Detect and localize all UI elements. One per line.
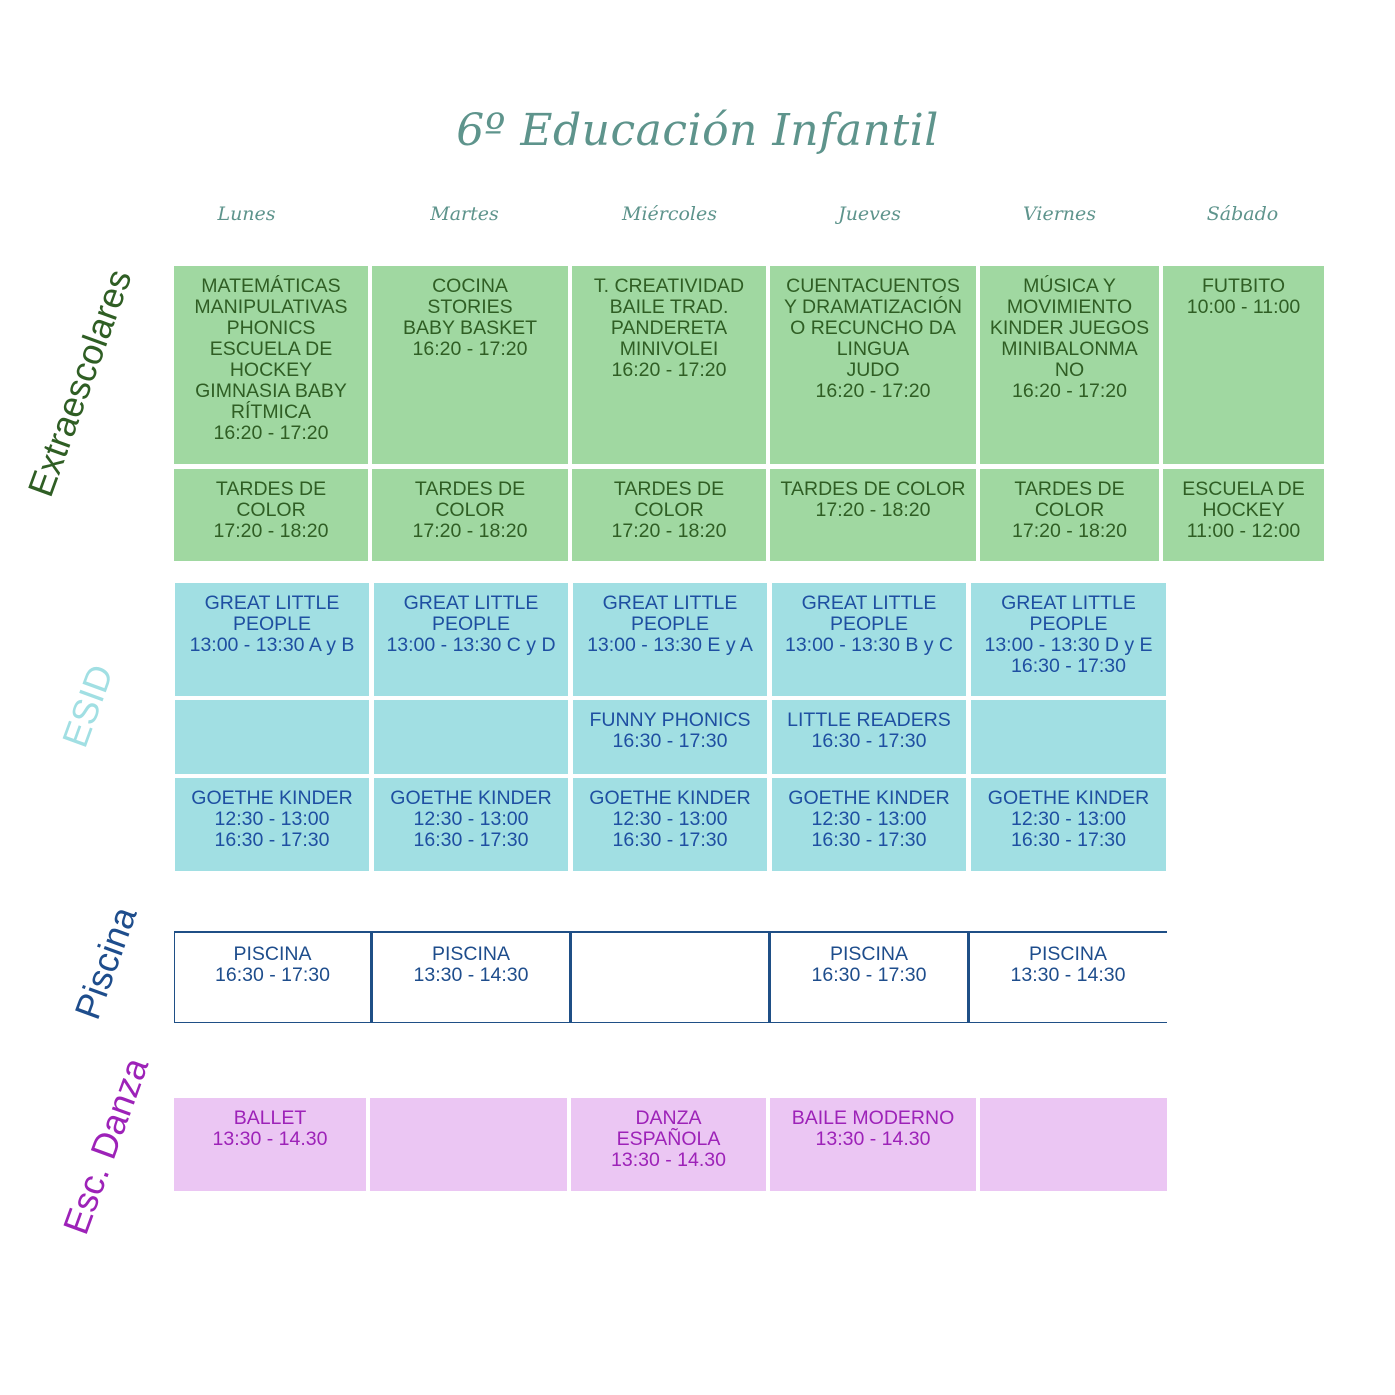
esid-lunes-2	[175, 700, 369, 774]
extraescolares-sabado-2: ESCUELA DE HOCKEY 11:00 - 12:00	[1163, 469, 1324, 561]
esid-lunes-1: GREAT LITTLE PEOPLE 13:00 - 13:30 A y B	[175, 583, 369, 696]
esid-miercoles-2: FUNNY PHONICS 16:30 - 17:30	[573, 700, 767, 774]
piscina-miercoles	[572, 933, 768, 1021]
section-label-danza: Esc. Danza	[54, 1052, 157, 1240]
section-label-extraescolares: Extraescolares	[19, 263, 140, 502]
day-header-viernes: Viernes	[1022, 203, 1097, 225]
extraescolares-miercoles-2: TARDES DE COLOR 17:20 - 18:20	[572, 469, 766, 561]
extraescolares-viernes-2: TARDES DE COLOR 17:20 - 18:20	[980, 469, 1159, 561]
danza-martes	[370, 1098, 567, 1191]
esid-miercoles-3: GOETHE KINDER 12:30 - 13:00 16:30 - 17:3…	[573, 778, 767, 871]
esid-jueves-3: GOETHE KINDER 12:30 - 13:00 16:30 - 17:3…	[772, 778, 966, 871]
extraescolares-sabado-1: FUTBITO 10:00 - 11:00	[1163, 266, 1324, 464]
piscina-divider-1	[370, 931, 373, 1023]
esid-viernes-1: GREAT LITTLE PEOPLE 13:00 - 13:30 D y E …	[971, 583, 1166, 696]
day-header-martes: Martes	[430, 203, 499, 225]
esid-lunes-3: GOETHE KINDER 12:30 - 13:00 16:30 - 17:3…	[175, 778, 369, 871]
esid-jueves-2: LITTLE READERS 16:30 - 17:30	[772, 700, 966, 774]
extraescolares-miercoles-1: T. CREATIVIDAD BAILE TRAD. PANDERETA MIN…	[572, 266, 766, 464]
piscina-divider-3	[768, 931, 771, 1023]
esid-viernes-3: GOETHE KINDER 12:30 - 13:00 16:30 - 17:3…	[971, 778, 1166, 871]
extraescolares-lunes-1: MATEMÁTICAS MANIPULATIVAS PHONICS ESCUEL…	[174, 266, 368, 464]
extraescolares-martes-1: COCINA STORIES BABY BASKET 16:20 - 17:20	[372, 266, 568, 464]
extraescolares-martes-2: TARDES DE COLOR 17:20 - 18:20	[372, 469, 568, 561]
esid-miercoles-1: GREAT LITTLE PEOPLE 13:00 - 13:30 E y A	[573, 583, 767, 696]
esid-viernes-2	[971, 700, 1166, 774]
piscina-viernes: PISCINA 13:30 - 14:30	[970, 933, 1166, 1021]
extraescolares-jueves-2: TARDES DE COLOR 17:20 - 18:20	[770, 469, 976, 561]
esid-martes-1: GREAT LITTLE PEOPLE 13:00 - 13:30 C y D	[374, 583, 568, 696]
danza-viernes	[980, 1098, 1167, 1191]
extraescolares-jueves-1: CUENTACUENTOS Y DRAMATIZACIÓN O RECUNCHO…	[770, 266, 976, 464]
page-title: 6º Educación Infantil	[456, 105, 939, 156]
danza-miercoles: DANZA ESPAÑOLA 13:30 - 14.30	[571, 1098, 766, 1191]
piscina-divider-4	[967, 931, 970, 1023]
piscina-jueves: PISCINA 16:30 - 17:30	[771, 933, 967, 1021]
day-header-miercoles: Miércoles	[621, 203, 717, 225]
esid-martes-2	[374, 700, 568, 774]
day-header-jueves: Jueves	[838, 203, 901, 225]
extraescolares-lunes-2: TARDES DE COLOR 17:20 - 18:20	[174, 469, 368, 561]
esid-jueves-1: GREAT LITTLE PEOPLE 13:00 - 13:30 B y C	[772, 583, 966, 696]
danza-jueves: BAILE MODERNO 13:30 - 14.30	[770, 1098, 976, 1191]
piscina-lunes: PISCINA 16:30 - 17:30	[175, 933, 370, 1021]
esid-martes-3: GOETHE KINDER 12:30 - 13:00 16:30 - 17:3…	[374, 778, 568, 871]
piscina-divider-2	[569, 931, 572, 1023]
piscina-table-frame	[174, 931, 1167, 1023]
piscina-martes: PISCINA 13:30 - 14:30	[373, 933, 569, 1021]
day-header-sabado: Sábado	[1206, 203, 1279, 225]
danza-lunes: BALLET 13:30 - 14.30	[174, 1098, 366, 1191]
section-label-esid: ESID	[53, 659, 122, 753]
section-label-piscina: Piscina	[66, 901, 145, 1025]
extraescolares-viernes-1: MÚSICA Y MOVIMIENTO KINDER JUEGOS MINIBA…	[980, 266, 1159, 464]
day-header-lunes: Lunes	[217, 203, 276, 225]
